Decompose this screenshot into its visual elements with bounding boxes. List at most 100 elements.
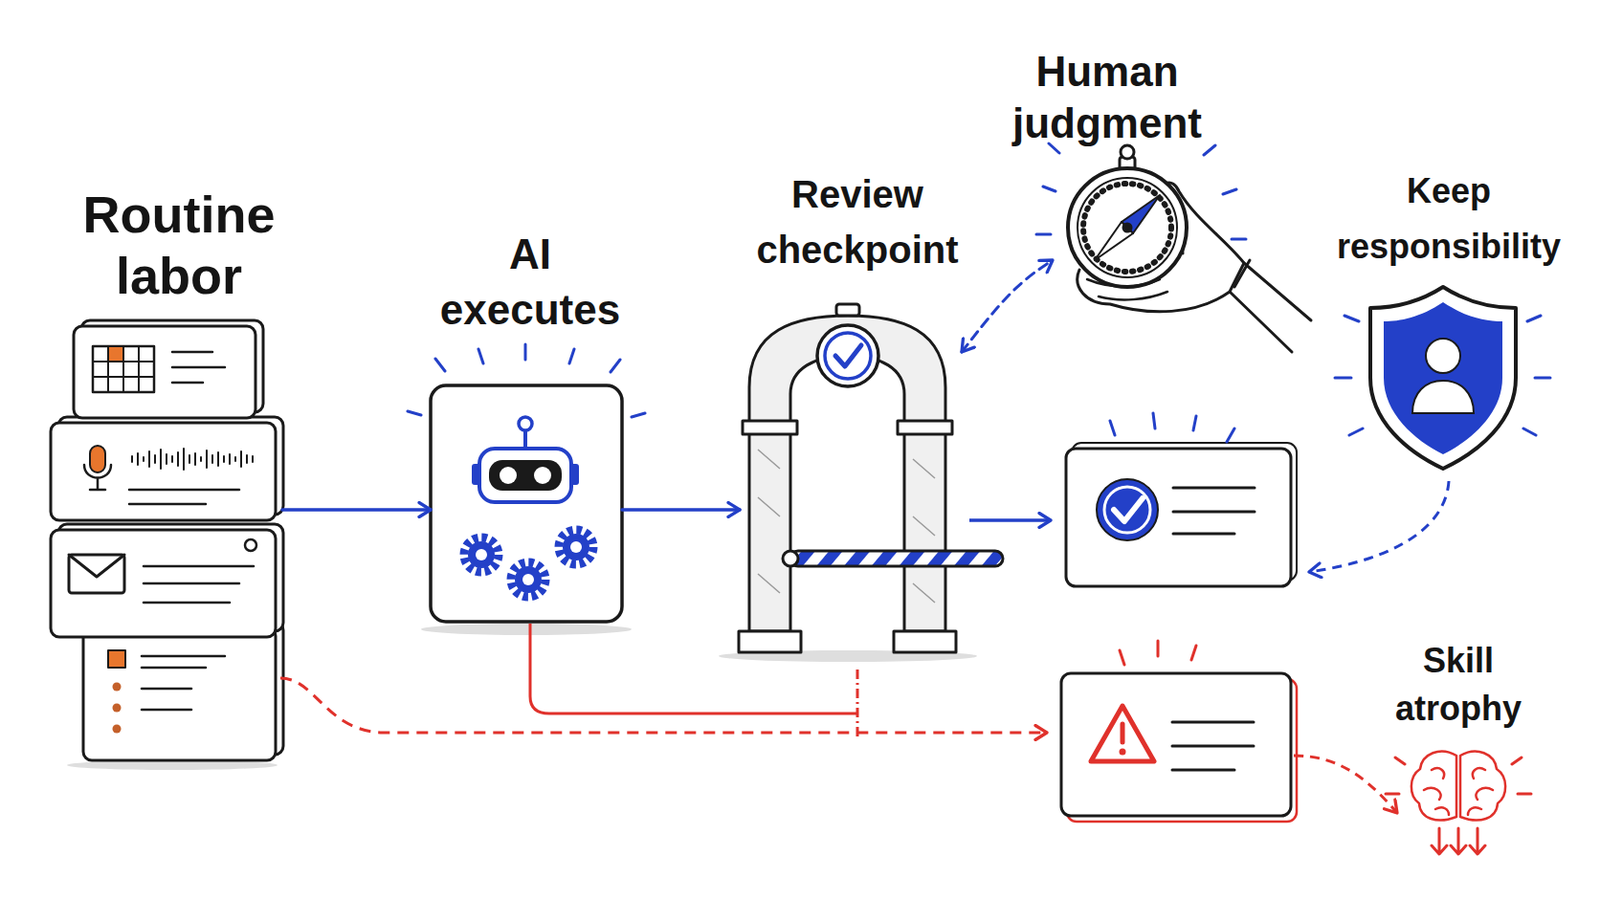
gate-post: [904, 432, 946, 632]
skipped-review-line: [856, 669, 860, 737]
review-gate: [738, 304, 1003, 653]
gear-teeth: [558, 530, 594, 565]
approved-card: [1066, 413, 1297, 587]
robot-antenna: [523, 430, 528, 449]
table-grid: [92, 346, 155, 393]
text-lines: [143, 566, 254, 603]
brain-half: [1411, 752, 1457, 822]
robot-eye: [499, 466, 517, 485]
approval-arrow: [969, 518, 1051, 523]
node-heading: Keep responsibility: [1324, 163, 1574, 275]
post-base: [893, 631, 956, 653]
shield-outline: [1370, 287, 1516, 469]
flow-connector: [622, 508, 740, 512]
gate-post: [749, 432, 791, 632]
glow-rays: [1110, 413, 1235, 443]
robot-head: [479, 448, 572, 503]
list-dot: [112, 683, 122, 692]
task-card: [83, 627, 276, 761]
compass-face: [1077, 177, 1178, 278]
warning-triangle: [1090, 706, 1155, 762]
node-heading: Routine labor: [54, 183, 304, 307]
person-body: [1412, 380, 1474, 414]
post-capital: [897, 421, 953, 435]
gear-hole: [570, 541, 582, 554]
text-lines: [1172, 722, 1254, 771]
check-badge-ring: [824, 333, 871, 379]
brain-folds: [1423, 768, 1493, 816]
flow-connector: [961, 260, 1053, 353]
hatching: [757, 449, 935, 603]
compass-needle: [1121, 195, 1160, 234]
text-lines: [141, 656, 225, 711]
brain-icon: [1385, 752, 1532, 855]
bypass-path: [280, 678, 1047, 734]
robot-antenna-tip: [518, 417, 533, 431]
gate-knob: [836, 304, 860, 316]
ai-box: [407, 344, 645, 623]
table-icon: [92, 346, 155, 393]
alarm-rays: [1385, 757, 1532, 795]
glow-rays: [1334, 315, 1551, 436]
responsibility-shield: [1334, 287, 1551, 469]
glow-rays: [1036, 143, 1246, 240]
fingers: [1087, 279, 1168, 300]
mic-icon: [89, 445, 106, 473]
warning-card: [1061, 641, 1297, 823]
gear-hole: [475, 549, 488, 561]
task-card: [50, 422, 276, 521]
check-ring: [1104, 487, 1151, 534]
task-card: [73, 326, 256, 419]
barrier-hinge: [782, 551, 799, 567]
person-head: [1425, 338, 1461, 374]
check-circle: [1096, 479, 1158, 541]
gear-body: [467, 541, 495, 569]
check-mark: [1113, 498, 1143, 522]
flow-connector: [282, 508, 431, 512]
gear-body: [514, 566, 542, 594]
task-stack: Routine labor: [50, 323, 283, 764]
task-card: [50, 530, 276, 638]
card-outline: [1066, 448, 1291, 587]
envelope-flap: [68, 555, 125, 578]
responsibility-link: [1309, 481, 1449, 573]
shield-fill: [1383, 302, 1503, 455]
compass-needle: [1094, 222, 1134, 261]
check-badge: [817, 325, 879, 387]
gear-teeth: [464, 537, 499, 573]
post-capital: [742, 421, 798, 435]
text-lines: [1173, 488, 1255, 534]
robot-visor: [488, 460, 562, 491]
node-heading: Human judgment: [992, 45, 1223, 150]
sleeve: [1229, 260, 1312, 353]
task-stack: [50, 320, 284, 761]
ai-box-outline: [430, 385, 623, 623]
envelope-icon: [68, 555, 125, 594]
compass-case: [1067, 168, 1187, 288]
gear-hole: [522, 574, 534, 586]
responsibility-shield: Keep responsibility: [1368, 282, 1522, 474]
list-dot: [112, 704, 122, 713]
review-gate: Review checkpoint: [739, 304, 962, 656]
card-dot: [244, 539, 257, 552]
warning-dot: [1119, 749, 1127, 756]
gear-teeth: [511, 562, 546, 598]
brain-half: [1460, 752, 1506, 822]
connector-group: [282, 260, 1053, 511]
text-lines: [172, 352, 225, 383]
compass-ticks: [1083, 183, 1172, 272]
list-marker: [108, 650, 126, 668]
card-outline: [1061, 673, 1291, 817]
waveform: [132, 448, 253, 470]
post-base: [738, 631, 801, 653]
text-lines: [129, 489, 240, 505]
node-heading: Skill atrophy: [1377, 637, 1540, 734]
compass-ring: [1120, 145, 1134, 159]
warning-bang: [1120, 724, 1126, 743]
robot-eye: [533, 466, 552, 485]
table-cell-highlight: [108, 346, 124, 362]
